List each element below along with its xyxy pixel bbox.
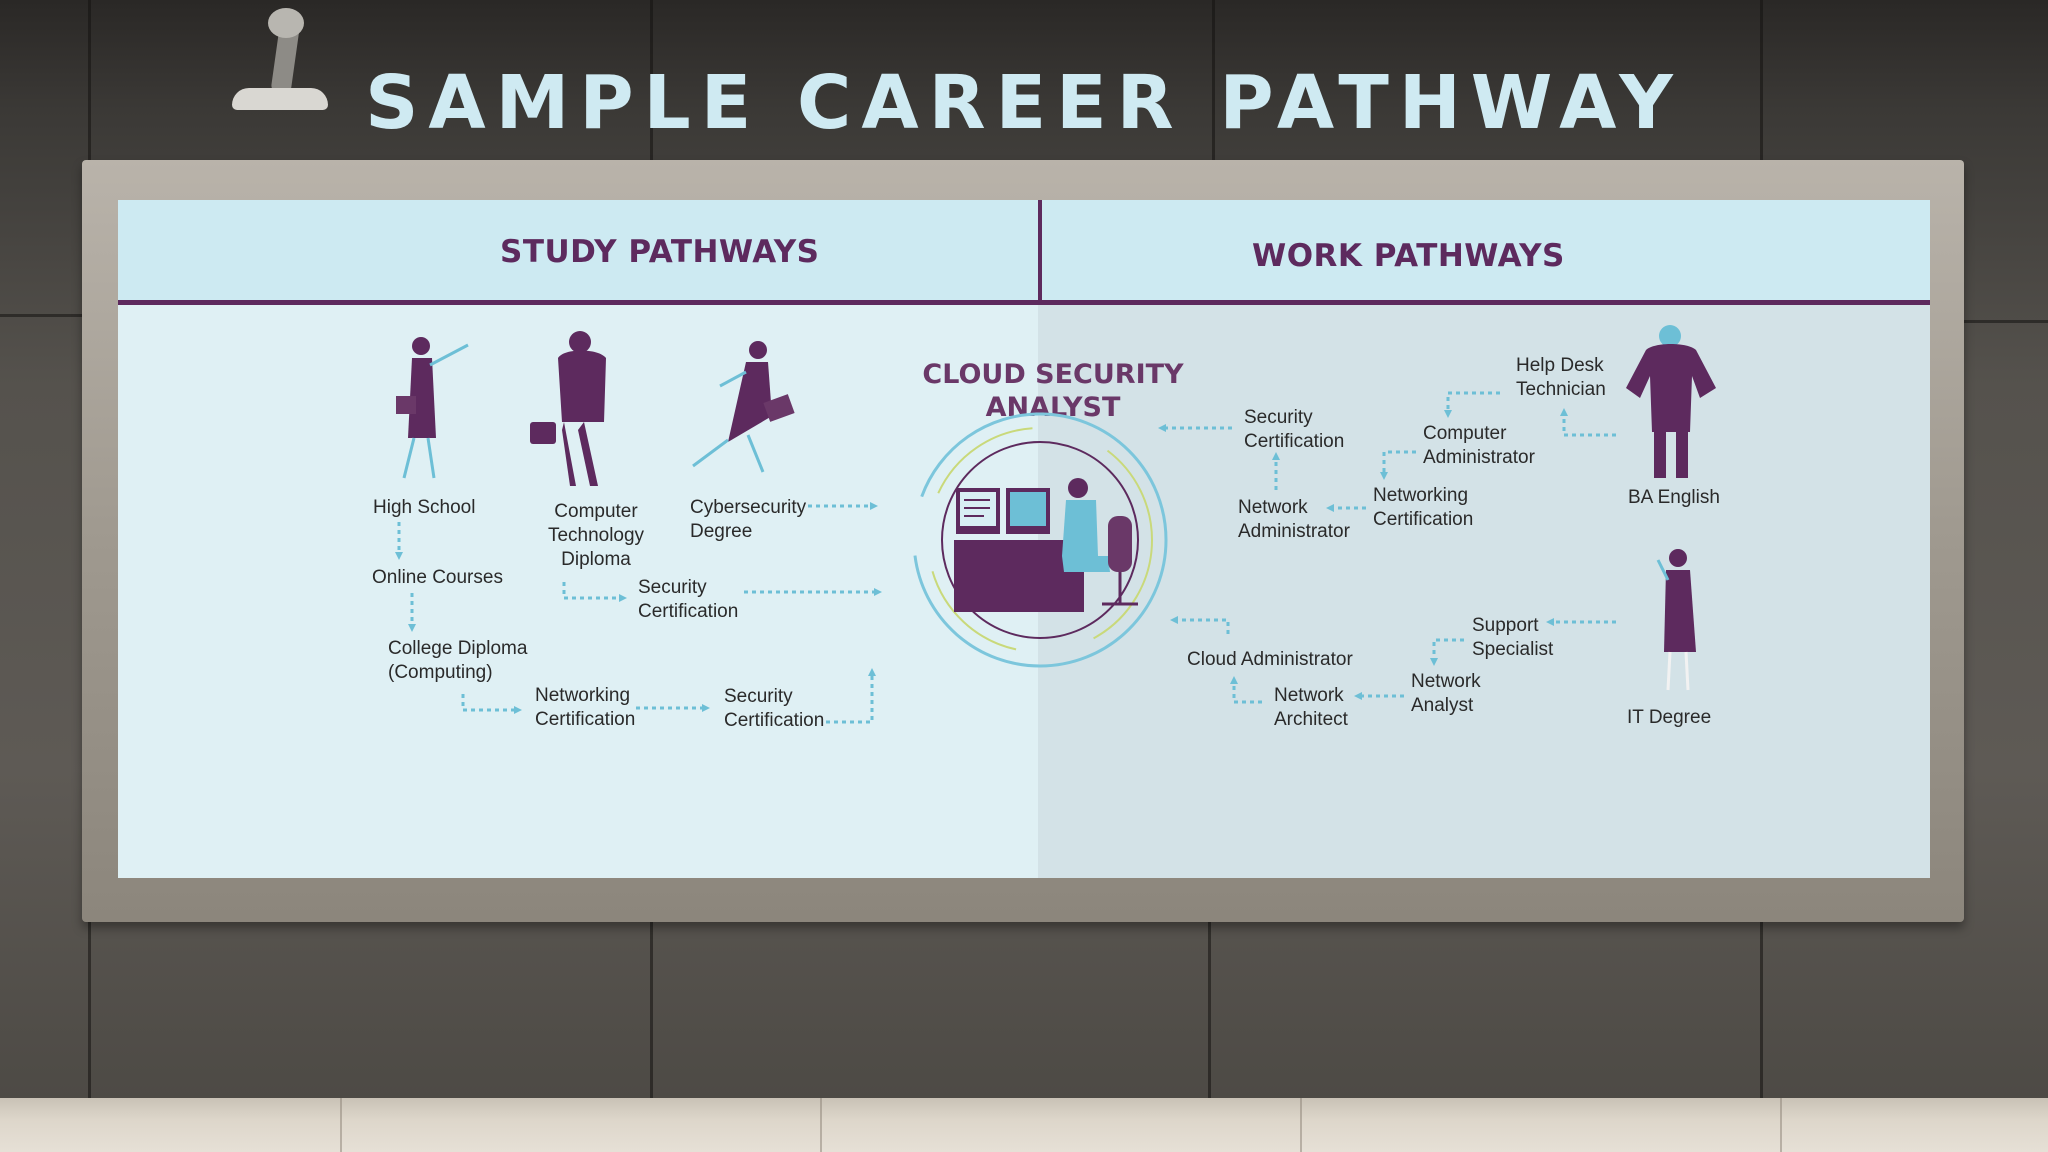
node-line: Certification <box>1244 431 1345 452</box>
floor-line <box>340 1098 342 1152</box>
running-woman-icon <box>692 341 795 473</box>
node-line: Specialist <box>1472 639 1554 660</box>
node-line: Technology <box>547 525 645 546</box>
node-line: Certification <box>638 601 739 622</box>
wall-seam <box>0 314 82 317</box>
pathway-graphics <box>395 325 1716 724</box>
node-line: Computer <box>554 501 638 522</box>
floor-line <box>1300 1098 1302 1152</box>
node-line: Administrator <box>1423 447 1535 468</box>
node-help-desk-technician: Help Desk Technician <box>1516 354 1606 402</box>
node-line: Certification <box>535 709 636 730</box>
center-title: CLOUD SECURITY ANALYST <box>908 358 1198 424</box>
node-computer-technology-diploma: Computer Technology Diploma <box>536 500 656 572</box>
node-line: Network <box>1274 685 1344 706</box>
node-cloud-administrator: Cloud Administrator <box>1187 649 1353 670</box>
floor <box>0 1098 2048 1152</box>
node-network-administrator: Network Administrator <box>1238 496 1350 544</box>
node-line: Certification <box>1373 509 1474 530</box>
node-line: Degree <box>690 521 753 542</box>
node-line: Security <box>724 686 793 707</box>
node-line: Technician <box>1516 379 1606 400</box>
node-line: College Diploma <box>388 638 528 659</box>
node-networking-certification-work: Networking Certification <box>1373 484 1473 532</box>
wall-seam <box>650 922 653 1098</box>
arrow <box>1430 638 1464 666</box>
poster-title: SAMPLE CAREER PATHWAY <box>365 60 1683 146</box>
study-arrows <box>395 502 882 724</box>
node-line: Computer <box>1423 423 1507 444</box>
work-arrows <box>1158 391 1616 704</box>
node-college-diploma: College Diploma (Computing) <box>388 637 527 685</box>
standing-man-icon <box>1626 325 1716 478</box>
wall-lamp-base <box>268 8 304 38</box>
node-security-certification-work: Security Certification <box>1244 406 1344 454</box>
node-support-specialist: Support Specialist <box>1472 614 1553 662</box>
floor-line <box>820 1098 822 1152</box>
node-network-architect: Network Architect <box>1274 684 1348 732</box>
wall-seam <box>1208 922 1211 1098</box>
arrow <box>1230 676 1262 704</box>
wall-lamp-icon <box>232 88 328 110</box>
center-title-line1: CLOUD SECURITY <box>922 359 1184 390</box>
wall-seam <box>1212 0 1215 160</box>
study-pathways-heading: STUDY PATHWAYS <box>500 234 820 270</box>
node-it-degree: IT Degree <box>1627 707 1712 728</box>
node-line: Certification <box>724 710 825 731</box>
man-on-phone-icon <box>530 331 606 486</box>
work-pathways-heading: WORK PATHWAYS <box>1252 238 1565 274</box>
node-line: Networking <box>535 685 631 706</box>
floor-line <box>1780 1098 1782 1152</box>
wall-seam <box>650 0 653 160</box>
arrow <box>1380 450 1416 480</box>
woman-with-briefcase-icon <box>396 337 469 479</box>
node-computer-administrator: Computer Administrator <box>1423 422 1535 470</box>
node-cybersecurity-degree: Cybersecurity Degree <box>690 496 806 544</box>
node-line: (Computing) <box>388 662 493 683</box>
node-line: Networking <box>1373 485 1469 506</box>
node-line: Analyst <box>1411 695 1474 716</box>
node-line: Network <box>1238 497 1308 518</box>
node-networking-certification-study: Networking Certification <box>535 684 635 732</box>
node-high-school: High School <box>373 497 476 518</box>
node-line: Security <box>1244 407 1313 428</box>
header-rule <box>118 300 1930 305</box>
node-security-certification-study-2: Security Certification <box>724 685 824 733</box>
wall-seam <box>1964 320 2048 323</box>
node-line: Architect <box>1274 709 1348 730</box>
node-line: Help Desk <box>1516 355 1604 376</box>
node-ba-english: BA English <box>1628 487 1720 508</box>
arrow <box>562 582 627 602</box>
thinking-woman-icon <box>1656 549 1696 691</box>
node-line: Cybersecurity <box>690 497 807 518</box>
pathway-panel: STUDY PATHWAYS WORK PATHWAYS CLOUD SECUR… <box>118 200 1930 878</box>
arrow <box>1560 408 1616 437</box>
node-line: Administrator <box>1238 521 1350 542</box>
analyst-at-desk-icon <box>912 412 1168 668</box>
arrow <box>1444 391 1500 418</box>
panel-shade <box>1038 200 1930 878</box>
header-divider <box>1038 200 1042 302</box>
node-line: Network <box>1411 671 1481 692</box>
node-network-analyst: Network Analyst <box>1411 670 1481 718</box>
arrow <box>1170 616 1230 634</box>
node-line: Support <box>1472 615 1539 636</box>
node-line: Security <box>638 577 707 598</box>
node-line: Diploma <box>561 549 631 570</box>
panel-header <box>118 200 1930 300</box>
arrow <box>461 694 522 714</box>
arrow <box>826 668 876 724</box>
node-online-courses: Online Courses <box>372 567 503 588</box>
node-security-certification-study: Security Certification <box>638 576 738 624</box>
